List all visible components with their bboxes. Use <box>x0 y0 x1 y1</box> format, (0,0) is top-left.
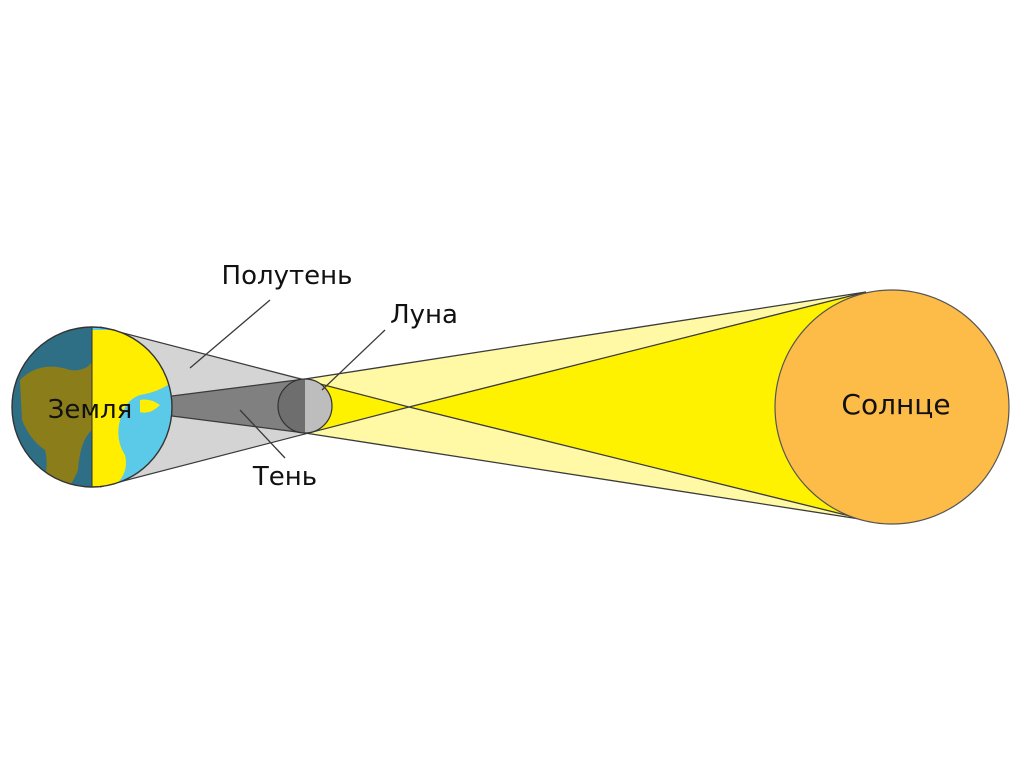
leader-lines <box>189 299 386 459</box>
sunlight-core-wedge <box>409 292 866 520</box>
label-penumbra: Полутень <box>222 261 353 291</box>
label-sun: Солнце <box>841 388 950 421</box>
sunlight-core-cone <box>305 379 409 433</box>
umbra-cone <box>172 379 305 433</box>
label-earth: Земля <box>48 395 133 425</box>
sun <box>774 289 1010 525</box>
cone-edges <box>99 291 867 521</box>
label-umbra: Тень <box>252 462 317 492</box>
label-moon: Луна <box>390 300 458 330</box>
